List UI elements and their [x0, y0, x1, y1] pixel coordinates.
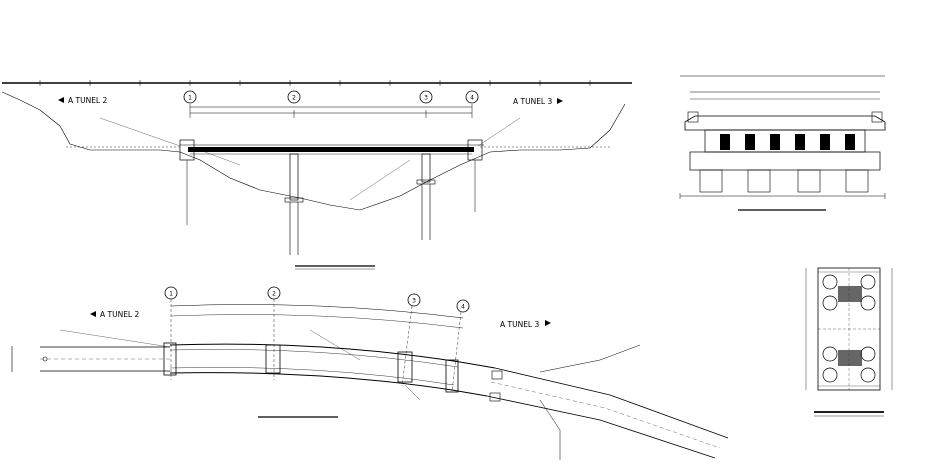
axis-2-label: 2 [292, 95, 296, 102]
pier-2 [284, 153, 304, 255]
station-ticks [39, 80, 591, 86]
arrow-left-icon [58, 97, 64, 103]
arrow-right-icon [557, 98, 563, 104]
arrow-left-icon [90, 311, 96, 317]
plan-axis-3-label: 3 [412, 298, 416, 305]
tunnel-2-label-plan: A TUNEL 2 [90, 310, 139, 319]
transverse-section [679, 75, 886, 211]
axis-1-label: 1 [188, 95, 192, 102]
plan-tunnel-left-text: A TUNEL 2 [100, 310, 139, 319]
axis-4-label: 4 [470, 95, 474, 102]
tunnel-left-text: A TUNEL 2 [68, 96, 107, 105]
arrow-right-icon [545, 320, 551, 326]
plan-tunnel-right-text: A TUNEL 3 [500, 320, 539, 329]
plan-axis-2-label: 2 [272, 291, 276, 298]
axis-bubbles-elevation: 1 2 3 4 [183, 90, 479, 104]
tunnel-2-label-elevation: A TUNEL 2 [58, 96, 107, 105]
axis-bubbles-plan: 1 2 3 4 [164, 286, 470, 313]
axis-3-label: 3 [424, 95, 428, 102]
tunnel-3-label-elevation: A TUNEL 3 [513, 97, 563, 106]
tunnel-right-text: A TUNEL 3 [513, 97, 552, 106]
plan-axis-1-label: 1 [169, 291, 173, 298]
pier-3 [416, 153, 436, 240]
pile-cap-detail [805, 267, 893, 417]
longitudinal-elevation: A TUNEL 2 A TUNEL 3 1 2 3 4 [1, 80, 632, 270]
plan-axis-4-label: 4 [461, 304, 465, 311]
tunnel-3-label-plan: A TUNEL 3 [500, 320, 551, 329]
plan-view: A TUNEL 2 A TUNEL 3 1 2 3 4 [11, 286, 729, 460]
bridge-deck [180, 144, 484, 155]
